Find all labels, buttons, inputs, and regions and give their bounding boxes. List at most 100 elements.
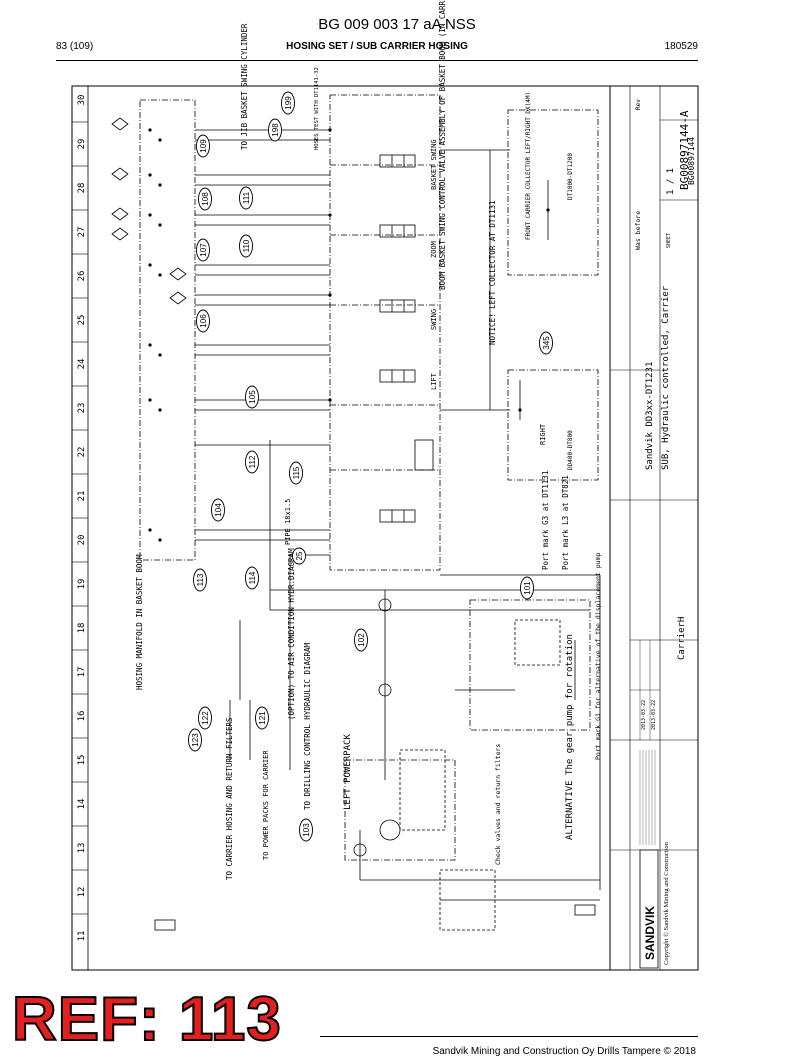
grid-number: 22 [77,447,87,458]
document-title: BG 009 003 17 aA NSS [318,16,476,33]
label-lift: LIFT [430,372,438,390]
callout-bubble [289,461,303,485]
grid-number: 21 [77,491,87,502]
callout-label: 112 [248,455,257,468]
grid-number: 29 [77,139,87,150]
label-check-valve: Check valves and return filters [494,744,502,865]
grid-number: 24 [77,359,87,370]
callout-bubble [193,568,207,592]
label-hoses-test: HOSES TEST WITH DT1141-32 [314,67,320,150]
callout-label: 122 [201,711,210,725]
grid-number: 23 [77,403,87,414]
grid-number: 12 [77,887,87,898]
callout-bubble [354,628,368,652]
grid-number: 14 [77,799,87,810]
callout-label: 108 [201,192,210,206]
header-date: 180529 [664,41,698,52]
callout-bubble [520,576,534,600]
label-pipe: PIPE 18x1.5 [284,499,292,545]
grid-number: 30 [77,95,87,106]
label-to-basket: TO JIB BASKET SWING CYLINDER [240,23,249,150]
grid-number: 19 [77,579,87,590]
grid-number: 28 [77,183,87,194]
label-alternative: ALTERNATIVE The gear pump for rotation [565,634,575,840]
grid-number: 17 [77,667,87,678]
label-dt-right: DD400-DT800 [567,430,574,470]
callout-label: 107 [199,243,208,257]
footer-divider [320,1036,698,1037]
callout-label: 115 [292,466,301,479]
grid-number: 15 [77,755,87,766]
callout-bubble [198,187,212,211]
callout-bubble [188,728,202,752]
page-number: 83 (109) [56,41,94,52]
callout-bubble [245,450,259,474]
callout-label: 110 [242,239,251,252]
diagram-frame [71,85,699,971]
callout-label: 105 [248,390,257,404]
footer-text: Sandvik Mining and Construction Oy Drill… [432,1046,696,1057]
label-port-alt: Port mark G1 for alternative of the disp… [594,553,602,760]
callout-bubble [211,498,225,522]
document-number: BG00897144 [687,137,696,185]
grid-number: 26 [77,271,87,282]
callout-label: 109 [199,139,208,153]
callout-bubble [281,91,295,115]
grid-number: 11 [77,931,87,942]
label-basket-swing: BASKET SWING [430,139,438,190]
callout-label: 106 [199,314,208,328]
section-title: HOSING SET / SUB CARRIER HOSING [286,41,468,52]
callout-label: 103 [302,823,311,837]
callout-label: 101 [523,581,532,595]
was-before-label: Was before [634,211,642,250]
filter-symbols [111,117,187,305]
label-right: RIGHT [539,423,547,445]
drawing-name: CarrierH [677,617,687,660]
callout-bubble [268,118,282,142]
callout-label: 102 [357,633,366,647]
header-row: 83 (109) HOSING SET / SUB CARRIER HOSING… [56,41,698,55]
callout-bubble [299,818,313,842]
label-basket-valve: BOOM BASKET SWING CONTROL VALVE ASSEMBLY… [438,0,447,290]
label-front-collector: FRONT CARRIER COLLECTOR LEFT/RIGHT DX(4M… [525,92,532,240]
grid-number: 25 [77,315,87,326]
callout-bubble [245,385,259,409]
callout-label: 113 [196,573,205,586]
callout-label: 345 [542,336,551,350]
callout-label: 25 [295,551,304,560]
company-name: SANDVIK [643,906,657,960]
header-divider [56,60,698,61]
grid-number: 20 [77,535,87,546]
grid-number: 18 [77,623,87,634]
fine-print-lines [639,750,656,845]
label-zoom: ZOOM [430,241,438,258]
callout-label: 121 [258,711,267,725]
callout-label: 199 [284,96,293,110]
callout-bubble [196,309,210,333]
junction-dots [148,128,550,542]
callout-label: 198 [271,123,280,137]
label-to-carrier: TO CARRIER HOSING AND RETURN FILTERS [225,717,234,880]
ref-overlay: REF: 113 [11,984,282,1055]
callout-bubble [239,186,253,210]
drawn-date: 2013-03-22 [641,700,647,730]
sandvik-logo [639,849,659,969]
drawing-title-line2: SUB, Hydraulic controlled, Carrier [661,285,671,470]
label-left-powerpack: LEFT POWERPACK [343,734,353,810]
grid-number: 27 [77,227,87,238]
callout-bubble [198,706,212,730]
label-swing: SWING [430,309,438,330]
grid-number: 16 [77,711,87,722]
drawing-title-line1: Sandvik DD3xx-DT1231 [645,362,655,470]
label-dt-front: DT1000-DT1200 [567,153,574,200]
grid-number: 13 [77,843,87,854]
drawing-lines [139,94,601,931]
label-port-l3: Port mark L3 at DT821 [561,475,570,570]
label-to-drilling: TO DRILLING CONTROL HYDRAULIC DIAGRAM [303,642,312,810]
drawing-number: BG00897144-A [678,110,691,190]
rev-label: Rev [635,99,642,110]
copyright-text: Copyright © Sandvik Mining and Construct… [663,841,670,965]
callout-bubble [196,134,210,158]
